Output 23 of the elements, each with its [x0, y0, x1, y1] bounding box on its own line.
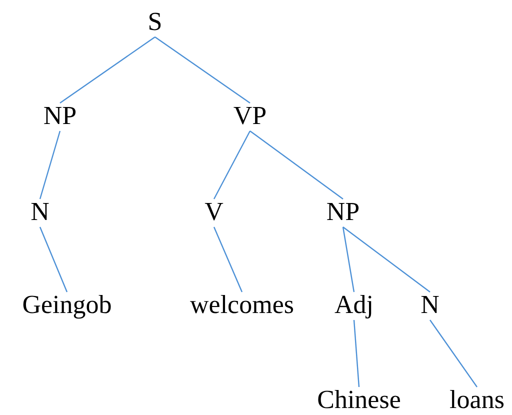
- tree-branch-line: [154, 36, 250, 104]
- tree-branch-line: [39, 226, 68, 292]
- tree-node-label: Chinese: [317, 386, 401, 414]
- tree-branch-line: [60, 36, 156, 104]
- tree-node-label: loans: [450, 386, 504, 414]
- tree-node-label: S: [148, 8, 162, 36]
- tree-branch-line: [430, 320, 478, 388]
- tree-node-label: Adj: [334, 291, 374, 319]
- tree-branch-line: [213, 130, 251, 200]
- tree-node-label: NP: [43, 102, 77, 130]
- tree-node-label: N: [420, 291, 440, 319]
- tree-branch-line: [250, 130, 344, 200]
- tree-node-label: Geingob: [22, 291, 112, 319]
- tree-node-label: N: [30, 198, 50, 226]
- tree-branch-line: [353, 320, 360, 388]
- tree-node-label: VP: [233, 102, 267, 130]
- tree-node-label: NP: [326, 198, 360, 226]
- tree-branch-line: [213, 226, 243, 292]
- tree-branch-line: [342, 226, 430, 292]
- tree-branch-line: [342, 226, 355, 292]
- tree-node-label: V: [204, 198, 224, 226]
- tree-node-label: welcomes: [190, 291, 294, 319]
- tree-branch-line: [39, 130, 61, 200]
